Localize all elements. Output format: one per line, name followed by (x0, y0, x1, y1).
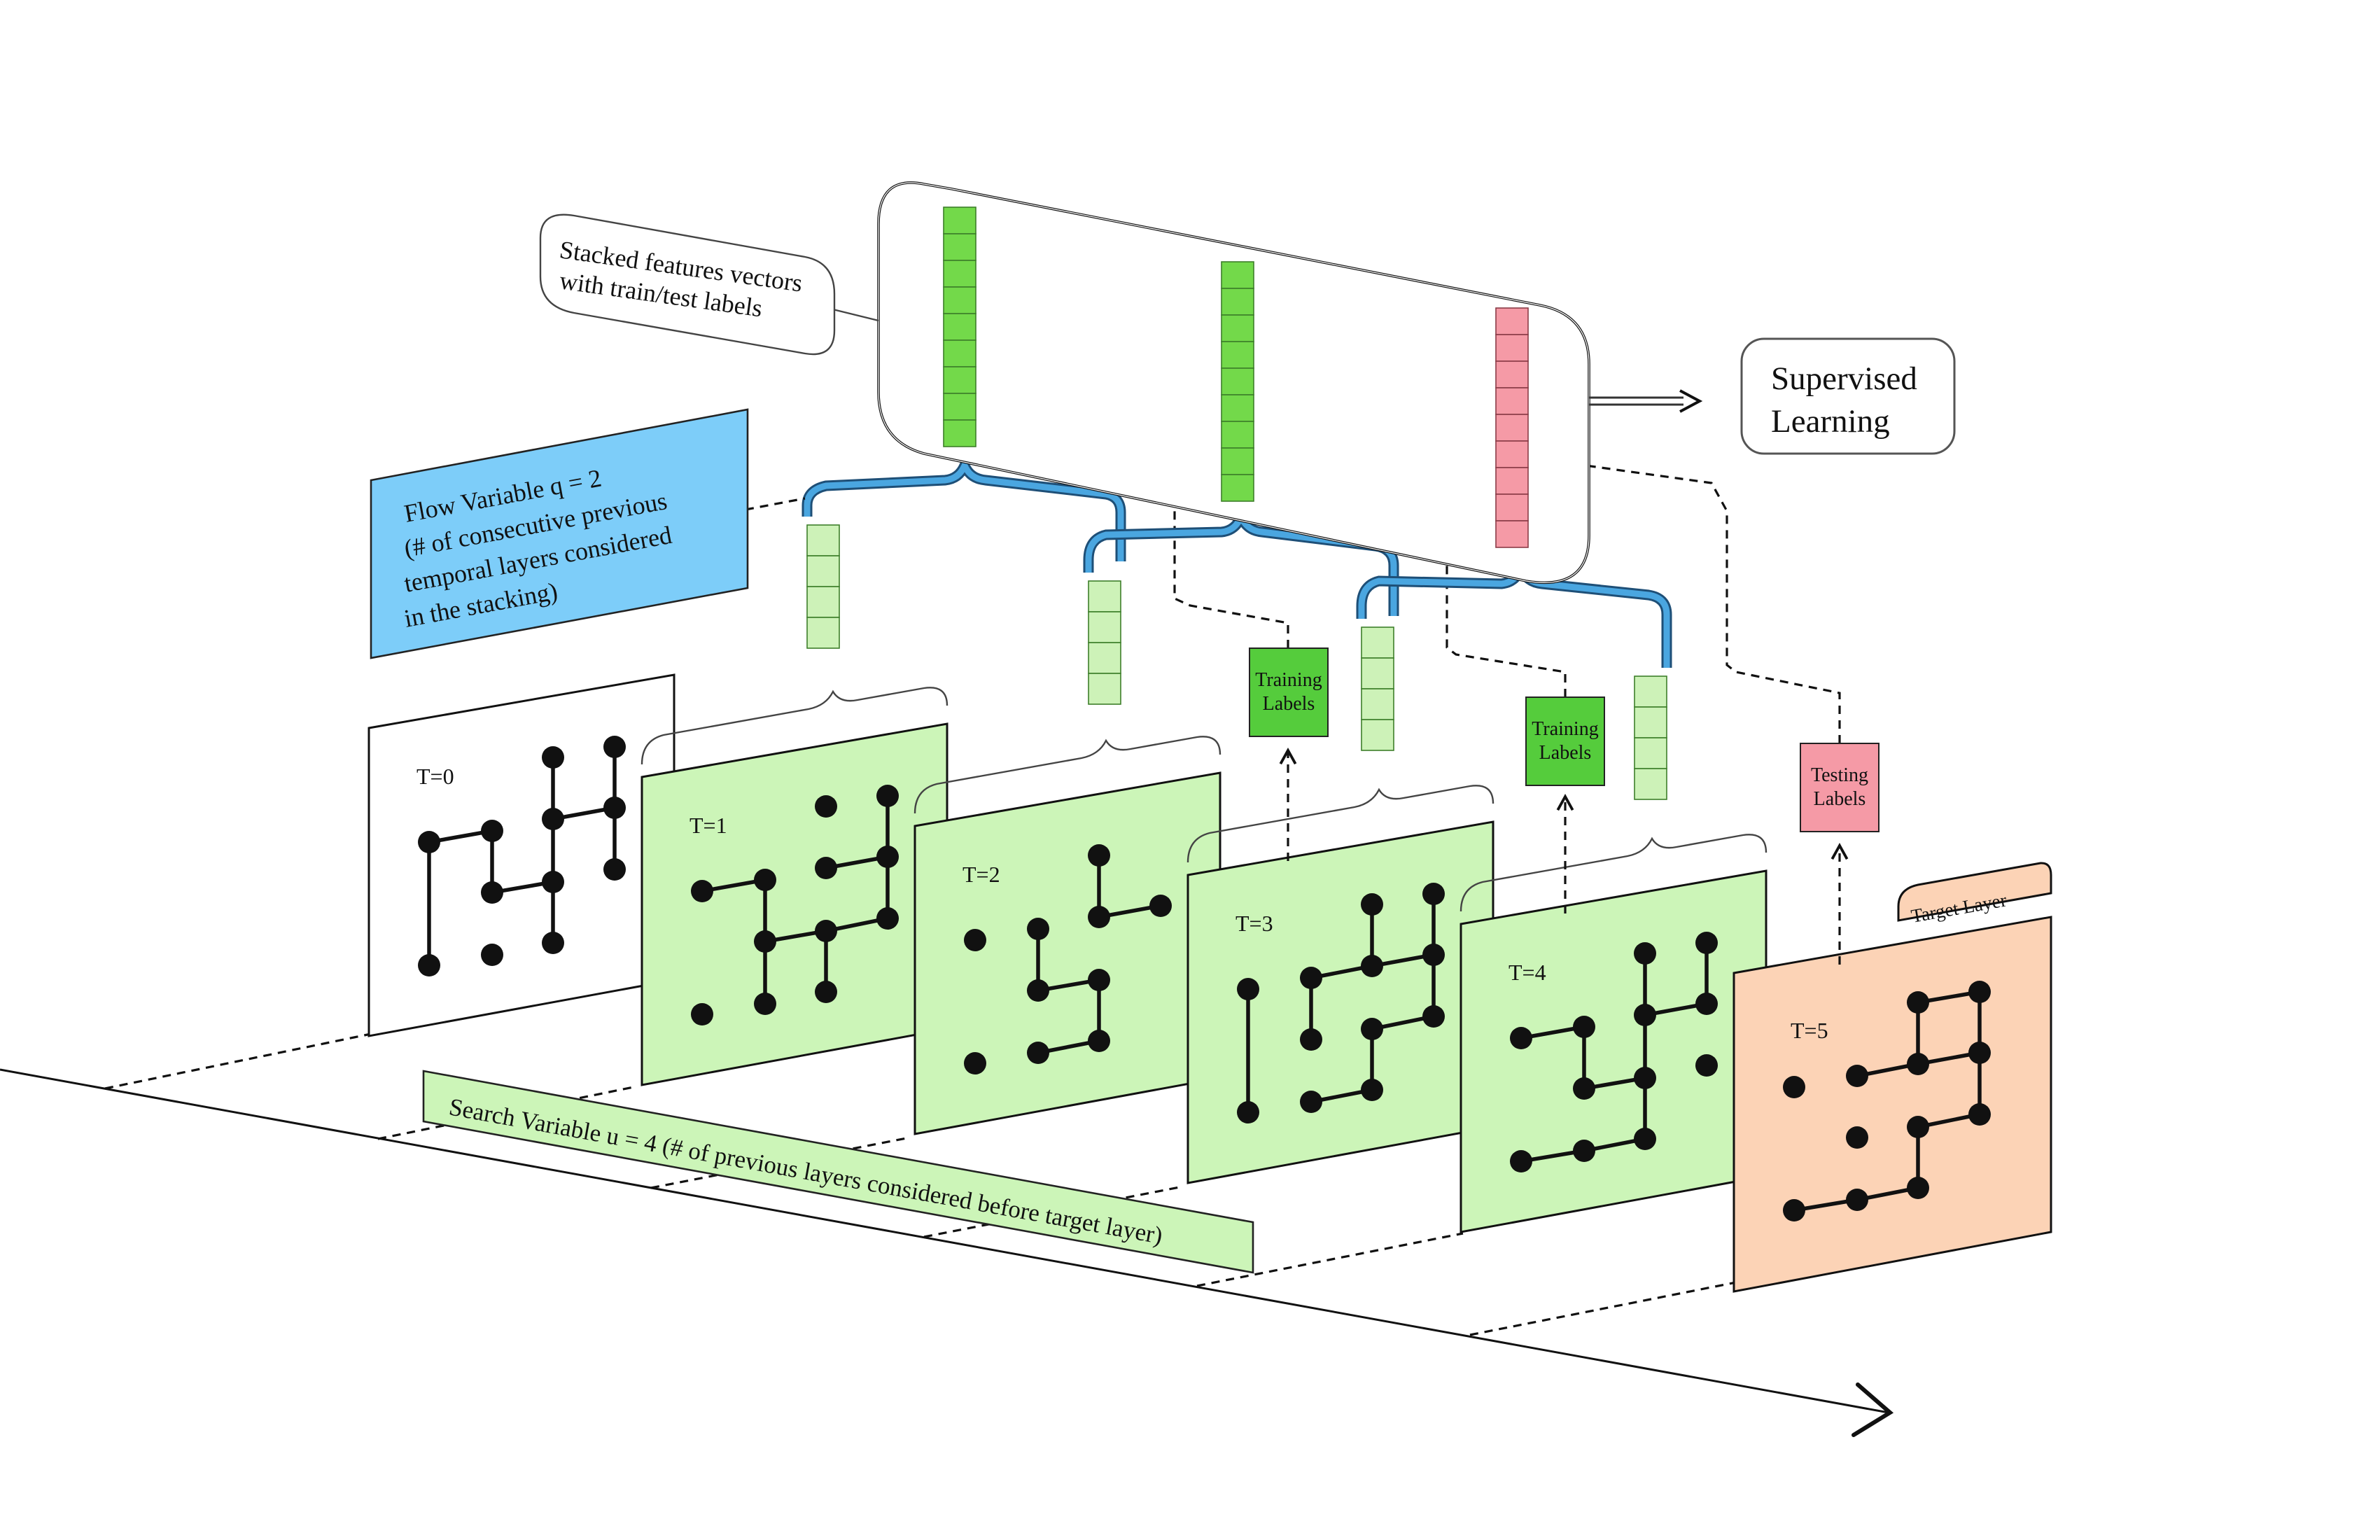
training-labels-line1: Training (1255, 669, 1322, 691)
training-labels-t3: Training Labels (1249, 648, 1329, 737)
feature-vector-t1 (806, 524, 840, 649)
target-layer-tab (1897, 862, 2052, 922)
layer-label: T=4 (1508, 960, 1546, 985)
graph (1783, 981, 1991, 1222)
supervised-line2: Learning (1771, 403, 1890, 440)
graph (1237, 883, 1445, 1124)
layer-label: T=3 (1236, 911, 1273, 936)
layer-t1: T=1 (640, 722, 948, 1086)
testing-labels-line1: Testing (1811, 764, 1868, 786)
stacked-vector-test (1495, 307, 1529, 548)
feature-vector-t2 (1088, 580, 1121, 705)
arrow-right-icon (1679, 389, 1703, 413)
stacked-vector-train-2 (1221, 261, 1254, 502)
layer-label: T=0 (416, 764, 454, 789)
supervised-learning-box: Supervised Learning (1740, 337, 1956, 455)
stacked-vector-train-1 (943, 206, 976, 447)
time-axis-arrowhead-icon (1851, 1382, 1894, 1437)
training-labels-line2: Labels (1539, 742, 1592, 764)
graph (691, 785, 899, 1026)
flow-variable-box: Flow Variable q = 2 (# of consecutive pr… (370, 408, 749, 659)
testing-labels-t5: Testing Labels (1800, 743, 1879, 832)
training-labels-line1: Training (1532, 718, 1598, 740)
layer-label: T=2 (962, 862, 1000, 887)
feature-vector-t4 (1634, 676, 1667, 800)
stacked-features-callout: Stacked features vectors with train/test… (539, 214, 879, 356)
search-variable-banner: Search Variable u = 4 (# of previous lay… (422, 1070, 1254, 1274)
feature-vector-t3 (1361, 626, 1394, 751)
layer-label: T=1 (690, 813, 727, 838)
floor-guides (104, 1032, 1737, 1336)
graph (418, 736, 626, 976)
stacked-vectors-panel (877, 181, 1590, 584)
supervised-line1: Supervised (1771, 360, 1917, 397)
layer-t0: T=0 (368, 673, 676, 1037)
layer-t4: T=4 (1460, 869, 1768, 1233)
training-labels-t4: Training Labels (1525, 696, 1605, 786)
layer-t3: T=3 (1186, 820, 1494, 1184)
layer-t5-target: Target Layer T=5 (1732, 862, 2052, 1293)
training-labels-line2: Labels (1263, 693, 1315, 715)
layer-label: T=5 (1791, 1018, 1828, 1043)
layer-braces (640, 687, 1768, 912)
layer-t2: T=2 (913, 771, 1222, 1135)
to-supervised-arrow (1589, 389, 1703, 413)
graph (964, 844, 1172, 1074)
graph (1510, 932, 1718, 1172)
testing-labels-line2: Labels (1814, 788, 1866, 810)
time-axis (0, 1068, 1894, 1437)
